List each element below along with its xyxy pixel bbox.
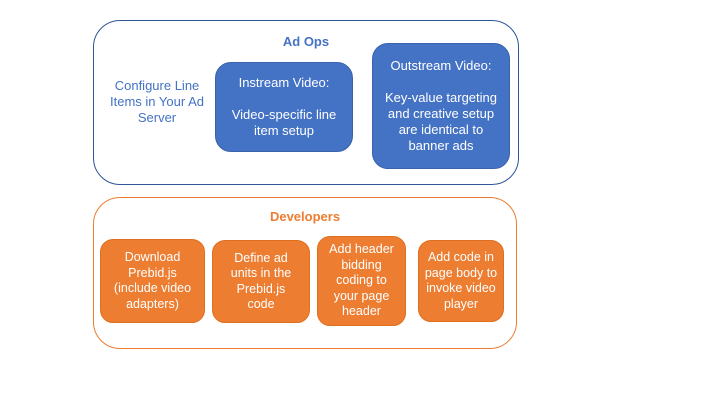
developer-step-text: Download Prebid.js (include video adapte… [113,250,192,311]
developer-step-box-define-ad-units: Define ad units in the Prebid.js code [212,240,310,323]
developer-step-text: Add header bidding coding to your page h… [329,242,394,319]
developer-step-box-add-header-bidding: Add header bidding coding to your page h… [317,236,406,326]
developer-step-text: Define ad units in the Prebid.js code [230,250,292,312]
outstream-video-box: Outstream Video: Key-value targeting and… [372,43,510,169]
developers-group: Developers Download Prebid.js (include v… [93,197,517,349]
developer-step-box-download-prebid: Download Prebid.js (include video adapte… [100,239,205,323]
ad-ops-note: Configure Line Items in Your Ad Server [110,78,204,125]
instream-video-text: Instream Video: Video-specific line item… [231,75,337,138]
instream-video-box: Instream Video: Video-specific line item… [215,62,353,152]
ad-ops-title: Ad Ops [282,34,330,49]
developer-step-box-add-page-body-code: Add code in page body to invoke video pl… [418,240,504,322]
ad-ops-group: Ad Ops Configure Line Items in Your Ad S… [93,20,519,185]
outstream-video-text: Outstream Video: Key-value targeting and… [384,58,497,153]
developer-step-text: Add code in page body to invoke video pl… [424,250,498,311]
developers-title: Developers [269,209,341,224]
